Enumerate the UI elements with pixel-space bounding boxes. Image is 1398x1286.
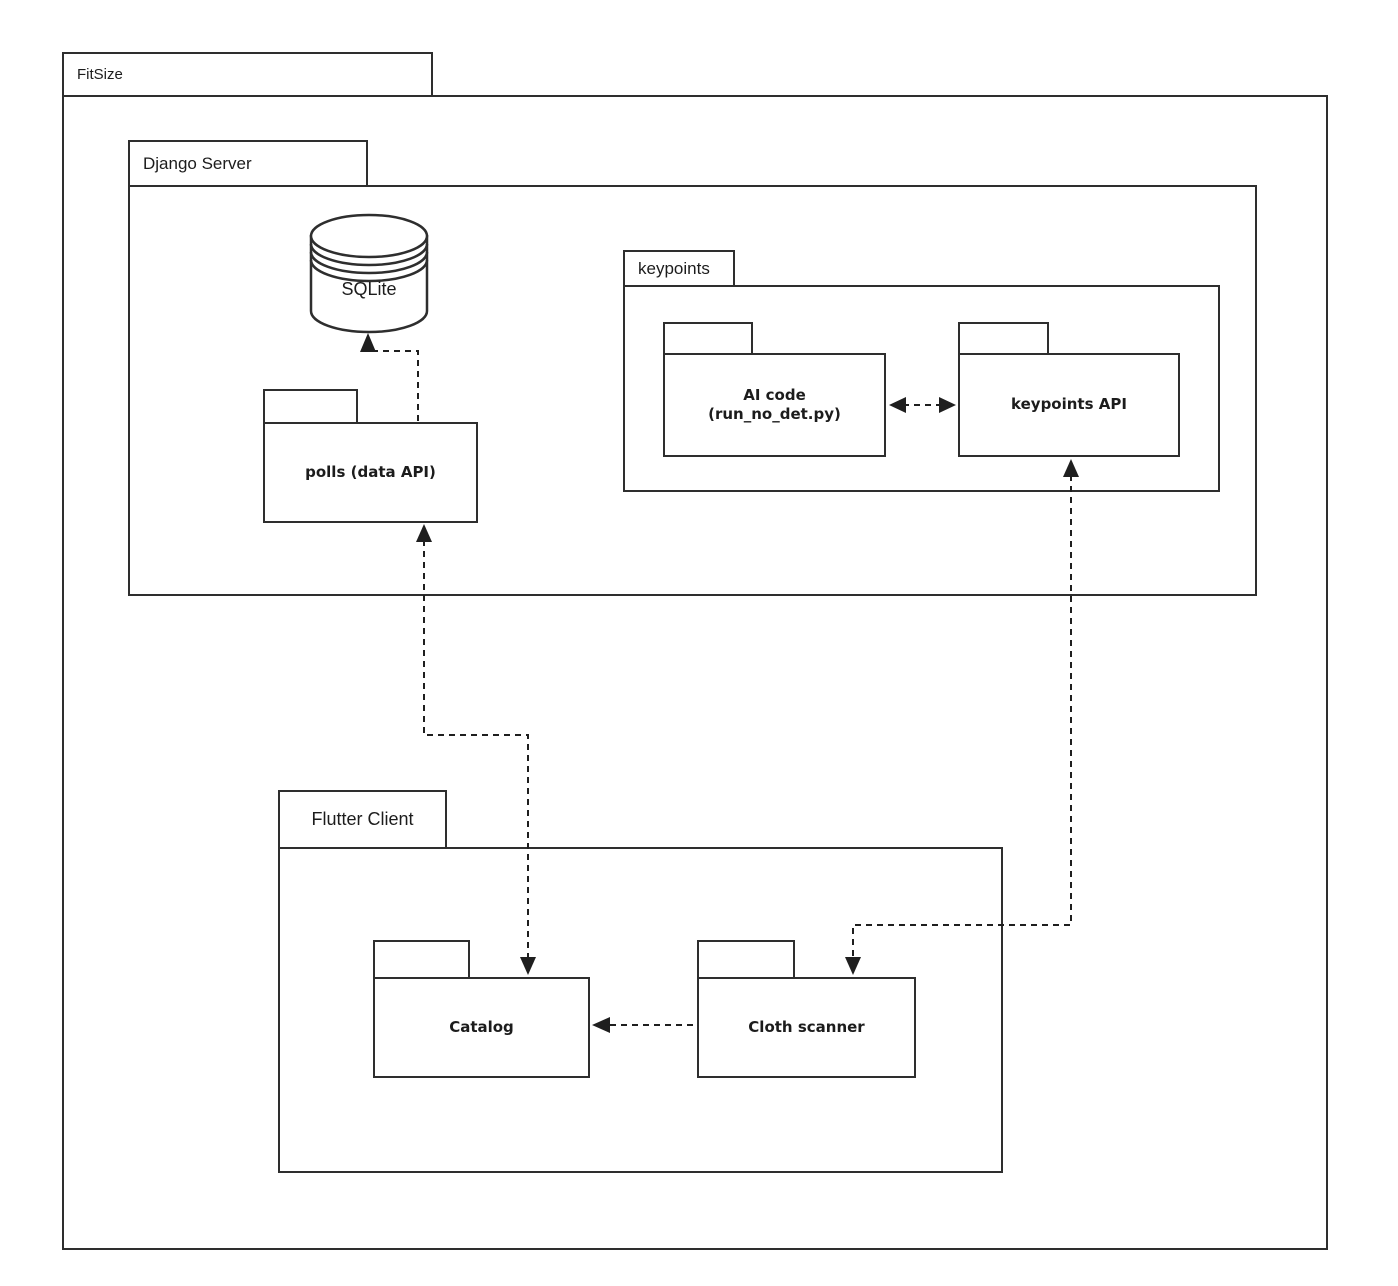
database-sqlite-label: SQLite xyxy=(341,279,397,299)
package-keypoints-api-body: keypoints API xyxy=(958,353,1180,457)
package-keypoints-api-label: keypoints API xyxy=(1011,395,1127,414)
package-django-server-label: Django Server xyxy=(143,153,252,173)
package-django-server-tab: Django Server xyxy=(128,140,368,187)
package-ai-code-label-line2: (run_no_det.py) xyxy=(708,405,841,423)
package-keypoints-api-tab xyxy=(958,322,1049,355)
package-cloth-scanner-label: Cloth scanner xyxy=(748,1017,865,1036)
package-ai-code-tab xyxy=(663,322,753,355)
package-ai-code-body: AI code (run_no_det.py) xyxy=(663,353,886,457)
package-cloth-scanner-body: Cloth scanner xyxy=(697,977,916,1078)
package-polls-label: polls (data API) xyxy=(305,462,436,481)
package-catalog-label: Catalog xyxy=(449,1017,514,1036)
package-ai-code-label-line1: AI code xyxy=(743,385,806,404)
package-keypoints-label: keypoints xyxy=(638,258,710,278)
package-keypoints-tab: keypoints xyxy=(623,250,735,287)
package-polls-tab xyxy=(263,389,358,424)
package-flutter-client-tab: Flutter Client xyxy=(278,790,447,849)
package-fitsize-tab: FitSize xyxy=(62,52,433,97)
package-cloth-scanner-tab xyxy=(697,940,795,979)
package-fitsize-label: FitSize xyxy=(77,66,123,83)
package-catalog-body: Catalog xyxy=(373,977,590,1078)
package-flutter-client-label: Flutter Client xyxy=(311,809,414,829)
package-catalog-tab xyxy=(373,940,470,979)
package-polls-body: polls (data API) xyxy=(263,422,478,523)
